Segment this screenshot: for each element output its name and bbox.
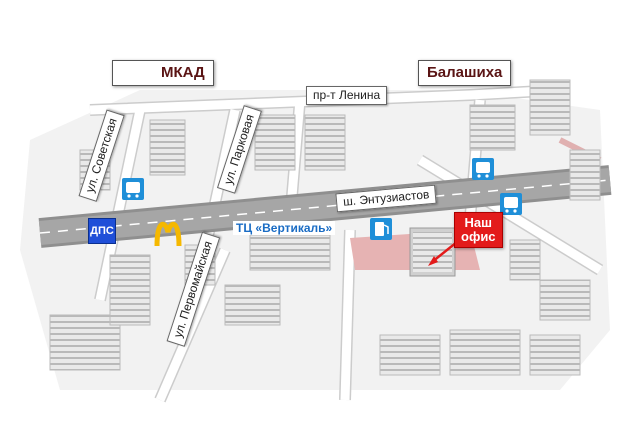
office-label-line-2: офис [461,229,496,244]
mkad-label: МКАД [161,64,205,81]
balashikha-sign[interactable]: Балашиха [418,60,512,86]
bus-stop-icon[interactable] [472,158,494,180]
dps-badge: ДПС [88,218,116,244]
office-label-line-1: Наш [464,215,492,230]
tc-vertikal-label: ТЦ «Вертикаль» [233,221,336,235]
bus-stop-icon[interactable] [500,193,522,215]
balashikha-label: Балашиха [427,64,503,81]
fuel-station-icon[interactable] [370,218,392,240]
bus-stop-icon[interactable] [122,178,144,200]
mkad-sign[interactable]: МКАД [112,60,214,86]
mcdonalds-logo-icon [154,221,182,247]
road-label-lenina: пр-т Ленина [306,86,388,105]
our-office-badge[interactable]: Наш офис [454,212,503,248]
